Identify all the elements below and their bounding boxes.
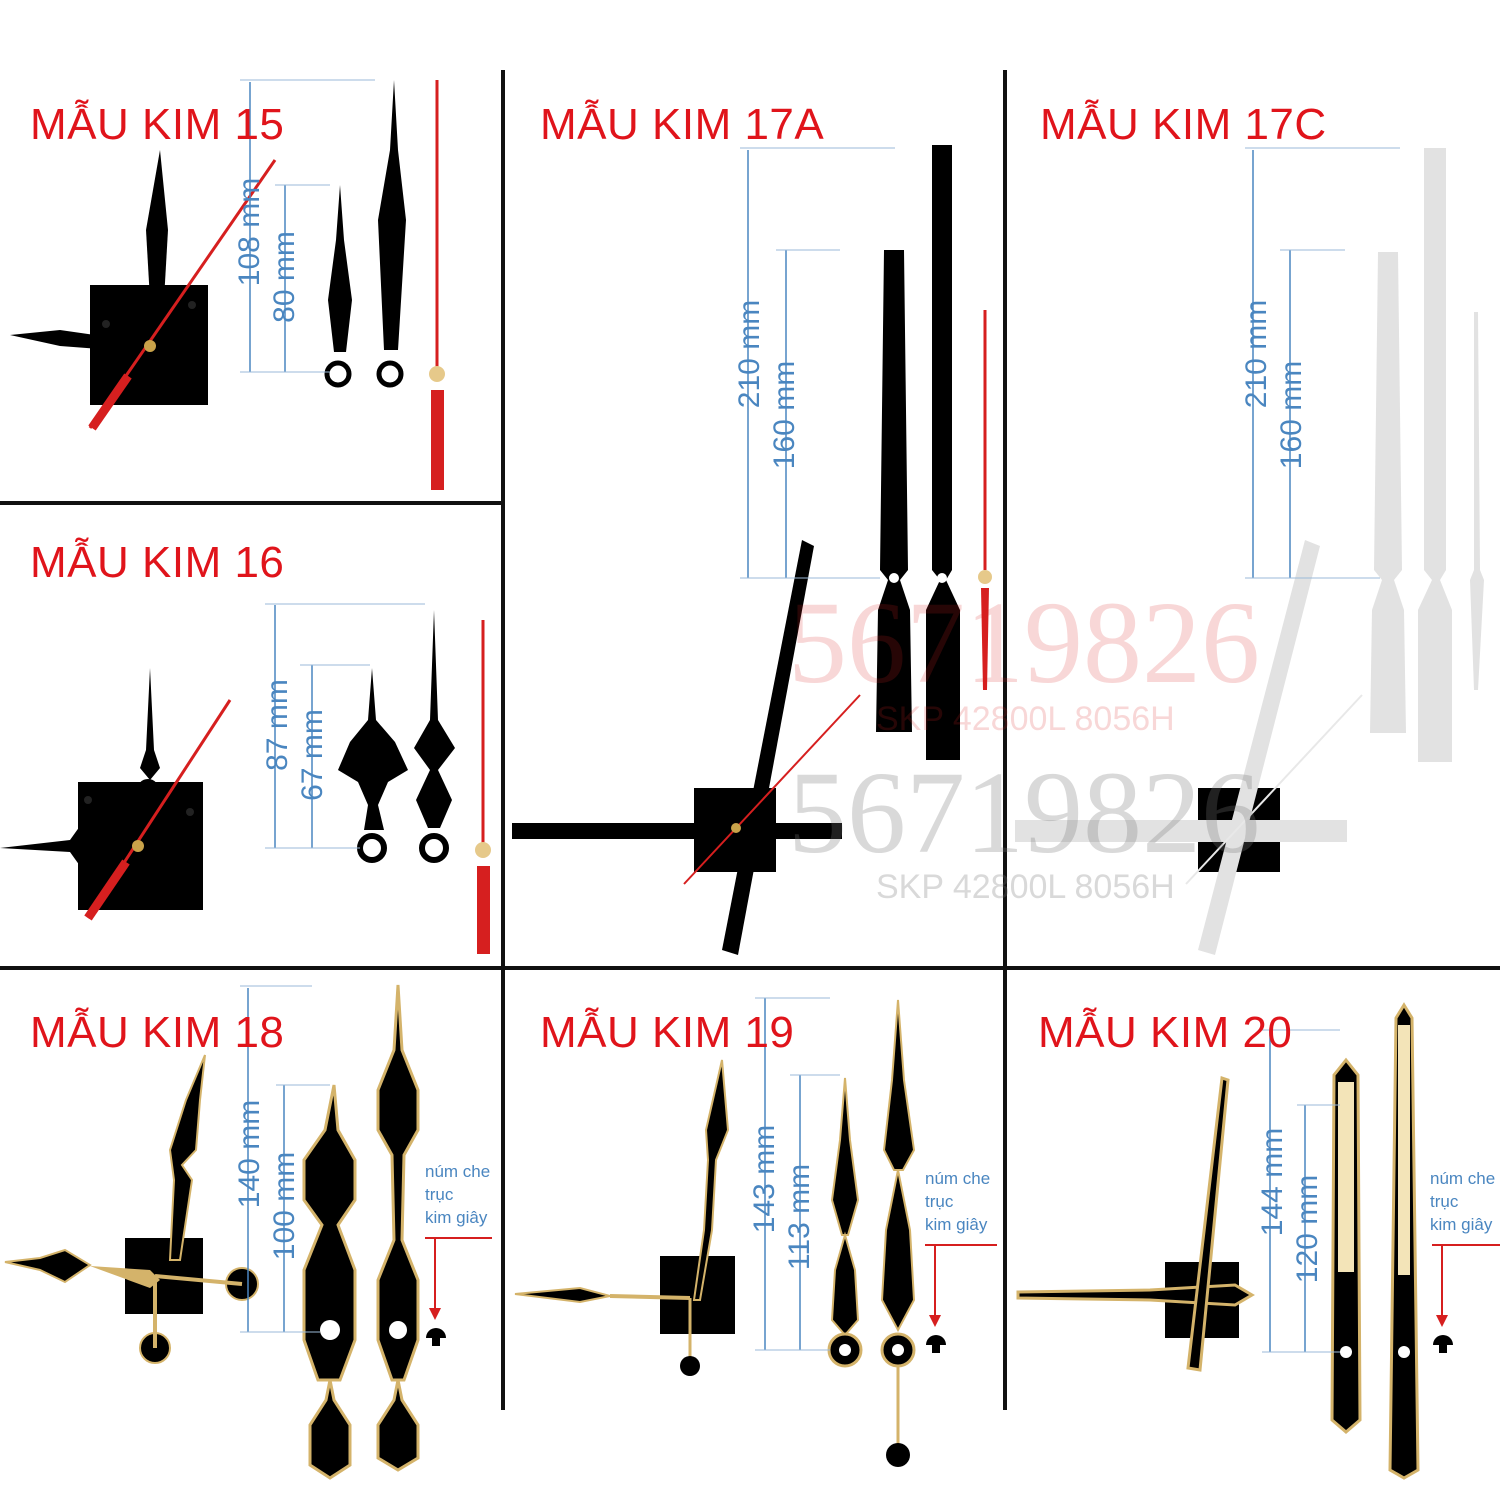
divider-horizontal-top-left [0, 501, 503, 505]
note-line: kim giây [925, 1215, 988, 1234]
title-model-17a: MẪU KIM 17A [540, 100, 825, 149]
title-model-19: MẪU KIM 19 [540, 1008, 795, 1057]
model-19-illustration [514, 997, 997, 1467]
divider-vertical-right [1003, 70, 1007, 1410]
model-20-illustration [1016, 1002, 1500, 1480]
note-line: núm che [1430, 1169, 1496, 1188]
dim-model-20-long: 144 mm [1256, 1127, 1289, 1237]
note-line: núm che [425, 1162, 491, 1181]
model-17c-illustration [1015, 147, 1484, 955]
note-model-20: núm che trục kim giây [1430, 1167, 1495, 1236]
title-model-18: MẪU KIM 18 [30, 1008, 285, 1057]
note-line: trục [1430, 1192, 1459, 1211]
title-model-16: MẪU KIM 16 [30, 538, 285, 587]
dim-model-18-short: 100 mm [268, 1151, 301, 1261]
divider-horizontal-middle [0, 966, 1500, 970]
note-model-19: núm che trục kim giây [925, 1167, 990, 1236]
note-model-18: núm che trục kim giây [425, 1160, 490, 1229]
model-15-illustration [10, 79, 445, 490]
watermark-model-grey: SKP 42800L 8056H [876, 868, 1175, 906]
dim-model-19-long: 143 mm [748, 1124, 781, 1234]
dim-model-16-short: 67 mm [296, 709, 329, 801]
dim-model-19-short: 113 mm [783, 1163, 816, 1271]
divider-vertical-left [501, 70, 505, 1410]
dim-model-17a-long: 210 mm [733, 299, 766, 409]
watermark-model-red: SKP 42800L 8056H [876, 700, 1175, 738]
dim-model-17c-long: 210 mm [1240, 299, 1273, 409]
note-line: trục [925, 1192, 954, 1211]
note-line: kim giây [425, 1208, 488, 1227]
dim-model-16-long: 87 mm [261, 679, 294, 771]
model-16-illustration [0, 603, 491, 954]
title-model-15: MẪU KIM 15 [30, 100, 285, 149]
dim-model-17c-short: 160 mm [1275, 360, 1308, 470]
title-model-17c: MẪU KIM 17C [1040, 100, 1327, 149]
note-line: kim giây [1430, 1215, 1493, 1234]
model-18-illustration [4, 984, 492, 1480]
dim-model-17a-short: 160 mm [768, 360, 801, 470]
watermark-number-red: 56719826 [788, 577, 1260, 708]
watermark-number-grey: 56719826 [788, 747, 1260, 878]
note-line: núm che [925, 1169, 991, 1188]
dim-model-20-short: 120 mm [1291, 1174, 1324, 1284]
dim-model-18-long: 140 mm [233, 1099, 266, 1209]
title-model-20: MẪU KIM 20 [1038, 1008, 1293, 1057]
dim-model-15-long: 108 mm [233, 177, 266, 287]
model-17a-illustration [512, 145, 992, 955]
note-line: trục [425, 1185, 454, 1204]
dim-model-15-short: 80 mm [268, 231, 301, 323]
